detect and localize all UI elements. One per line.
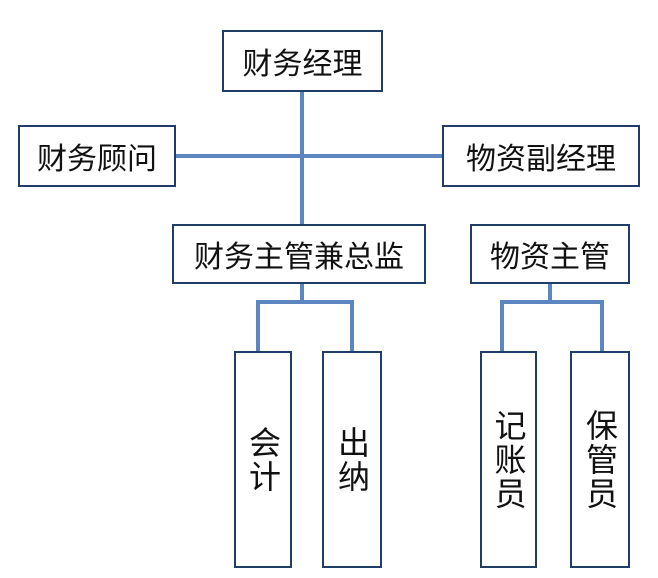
node-bookkeeper-label: 记账员 [489,408,528,511]
node-finance-supervisor: 财务主管兼总监 [172,224,426,284]
node-cashier-label: 出纳 [333,425,371,494]
node-materials-deputy-manager: 物资副经理 [442,125,640,187]
node-materials-supervisor-label: 物资主管 [490,240,610,275]
node-accountant-label: 会计 [244,425,282,494]
node-storekeeper: 保管员 [570,351,630,568]
node-bookkeeper: 记账员 [480,351,537,568]
node-materials-supervisor: 物资主管 [470,224,630,284]
node-cashier: 出纳 [322,351,382,568]
node-accountant: 会计 [234,351,292,568]
node-storekeeper-label: 保管员 [581,408,619,511]
node-finance-advisor: 财务顾问 [18,125,176,187]
node-finance-advisor-label: 财务顾问 [37,142,157,177]
node-finance-manager: 财务经理 [222,30,383,92]
node-finance-supervisor-label: 财务主管兼总监 [194,240,404,275]
node-materials-deputy-manager-label: 物资副经理 [466,142,616,177]
node-finance-manager-label: 财务经理 [242,47,363,82]
